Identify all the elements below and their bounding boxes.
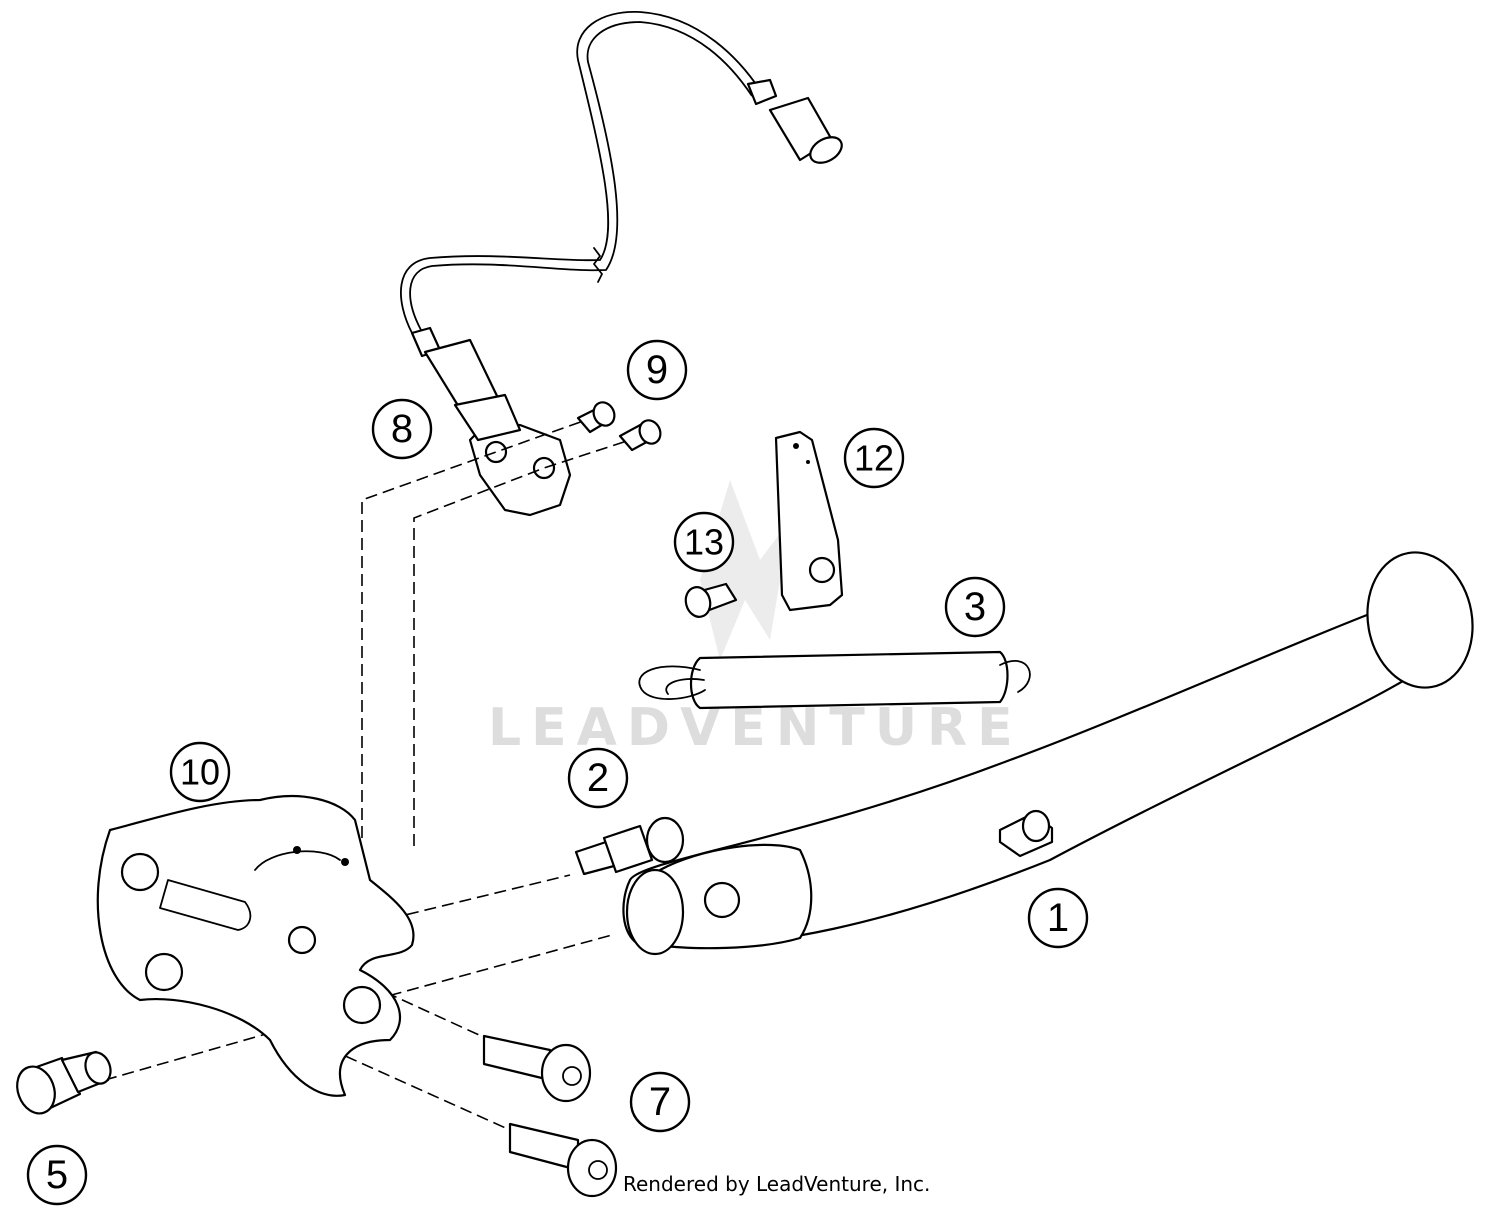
callout-number: 12 (854, 438, 894, 479)
callout-1: 1 (1027, 887, 1089, 949)
callout-number: 9 (646, 348, 668, 392)
callout-7: 7 (629, 1071, 691, 1133)
switch-cable (400, 11, 843, 334)
callout-5: 5 (26, 1144, 88, 1206)
stand-bracket (96, 794, 415, 1097)
return-spring (638, 650, 1031, 710)
callout-2: 2 (567, 747, 629, 809)
callout-number: 13 (684, 522, 724, 563)
callout-10: 10 (169, 741, 231, 803)
callout-number: 7 (649, 1080, 671, 1124)
side-stand-switch (410, 326, 572, 517)
callout-number: 5 (46, 1153, 68, 1197)
callout-12: 12 (843, 427, 905, 489)
watermark: LEADVENTURE (488, 480, 1013, 758)
callout-number: 3 (964, 585, 986, 629)
stand-bolt-stud (574, 816, 685, 876)
callout-number: 8 (391, 407, 413, 451)
callout-8: 8 (371, 398, 433, 460)
callout-13: 13 (673, 511, 735, 573)
credit-text: Rendered by LeadVenture, Inc. (623, 1172, 931, 1196)
callout-number: 10 (180, 752, 220, 793)
callout-9: 9 (626, 339, 688, 401)
callout-3: 3 (944, 576, 1006, 638)
side-stand-leg (622, 551, 1474, 956)
cam-screw (684, 582, 738, 618)
switch-screws (576, 401, 662, 452)
callout-number: 2 (587, 756, 609, 800)
callout-number: 1 (1047, 896, 1069, 940)
collar-bushing (16, 1050, 112, 1115)
mounting-screws (482, 1034, 618, 1198)
switch-cam-plate (774, 430, 844, 612)
